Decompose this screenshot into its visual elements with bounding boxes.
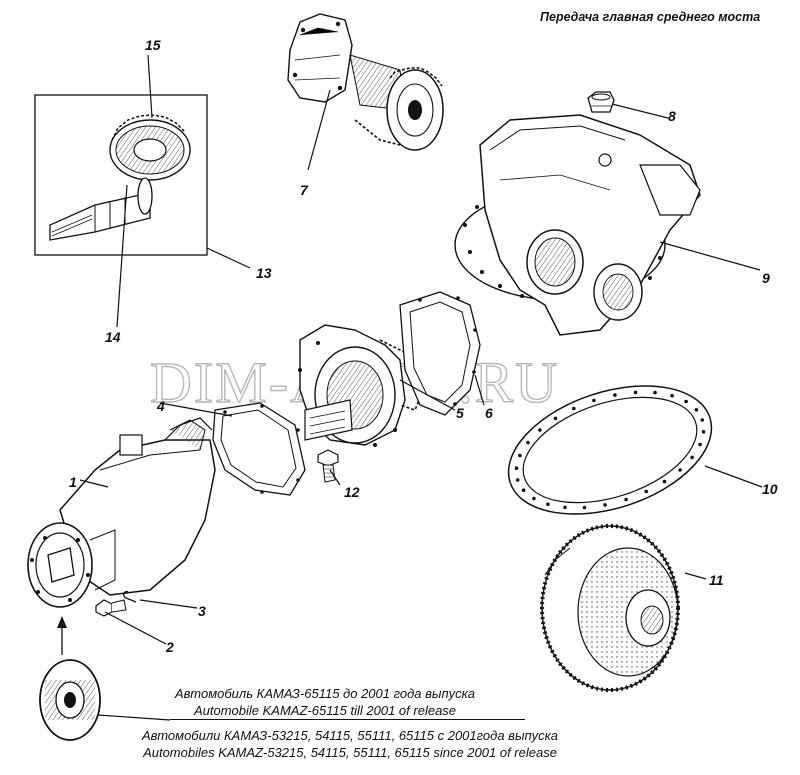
bolt-hole-icon [553, 416, 558, 421]
bolt-hole-icon [532, 496, 536, 501]
bolt-hole-icon [684, 399, 688, 404]
bolt-hole-icon [678, 468, 682, 472]
callout-13: 13 [256, 265, 272, 281]
bolt-hole-icon [526, 440, 530, 445]
callout-10: 10 [762, 481, 778, 497]
bolt-hole-icon [624, 497, 628, 502]
callout-3: 3 [198, 603, 206, 619]
gasket-4 [212, 402, 306, 496]
callout-8: 8 [668, 108, 676, 124]
callout-14: 14 [105, 329, 121, 345]
bolt-hole-icon [613, 393, 617, 397]
callout-5: 5 [456, 405, 464, 421]
callout-4: 4 [156, 398, 165, 414]
callout-11: 11 [709, 572, 724, 588]
pinion-shaft-14 [49, 177, 153, 241]
drive-gear-assembly-7 [287, 13, 444, 151]
bolt-hole-icon [515, 478, 520, 482]
caption-post-2001-ru: Автомобили КАМАЗ-53215, 54115, 55111, 65… [141, 728, 559, 743]
bolt-hole-icon [563, 505, 567, 510]
callout-7: 7 [300, 182, 309, 198]
drive-flange [39, 659, 101, 741]
gasket-6 [399, 291, 481, 416]
bolt-hole-icon [592, 398, 596, 403]
bolt-hole-icon [662, 479, 667, 484]
caption-pre-2001-ru: Автомобиль КАМАЗ-65115 до 2001 года выпу… [174, 686, 475, 701]
bolt-hole-icon [694, 408, 699, 412]
bolt-hole-icon [653, 390, 657, 395]
bolt-2 [95, 599, 127, 617]
bolt-hole-icon [514, 466, 519, 471]
differential-11 [540, 524, 680, 692]
bolt-hole-icon [538, 428, 542, 432]
inset-box-pinion-set [34, 94, 208, 256]
bolt-hole-icon [700, 418, 705, 422]
pinion-cage-5 [298, 324, 426, 447]
bolt-12 [317, 449, 339, 483]
bolt-hole-icon [670, 393, 674, 398]
diagram-title: Передача главная среднего моста [540, 10, 761, 24]
bolt-hole-icon [698, 442, 702, 447]
callout-labels: 1 2 3 4 5 6 7 8 9 10 11 12 13 14 15 [69, 37, 778, 655]
axle-housing-9 [454, 114, 701, 336]
bolt-hole-icon [521, 488, 526, 493]
bevel-gear-15 [109, 114, 191, 181]
plug-8 [587, 91, 615, 113]
callout-6: 6 [485, 405, 493, 421]
caption-post-2001-en: Automobiles KAMAZ-53215, 54115, 55111, 6… [143, 745, 557, 760]
bolt-hole-icon [518, 453, 522, 458]
caption-divider [170, 719, 525, 720]
callout-9: 9 [762, 270, 770, 286]
bolt-hole-icon [701, 430, 706, 434]
bolt-hole-icon [633, 390, 638, 395]
callout-12: 12 [344, 484, 360, 500]
bolt-hole-icon [546, 502, 550, 507]
callout-1: 1 [69, 474, 77, 490]
callout-2: 2 [165, 639, 174, 655]
gasket-ring-10 [507, 385, 713, 515]
bolt-hole-icon [644, 489, 648, 494]
callout-15: 15 [145, 37, 161, 53]
washer-3 [123, 590, 137, 603]
bolt-hole-icon [603, 503, 607, 507]
leader-lines [79, 54, 763, 721]
caption-pre-2001-en: Automobile KAMAZ-65115 till 2001 of rele… [193, 703, 457, 718]
bolt-hole-icon [690, 455, 694, 460]
bolt-hole-icon [582, 505, 587, 510]
assembly-arrow [57, 616, 67, 655]
interaxle-housing-1 [27, 417, 216, 608]
bolt-hole-icon [572, 406, 576, 411]
